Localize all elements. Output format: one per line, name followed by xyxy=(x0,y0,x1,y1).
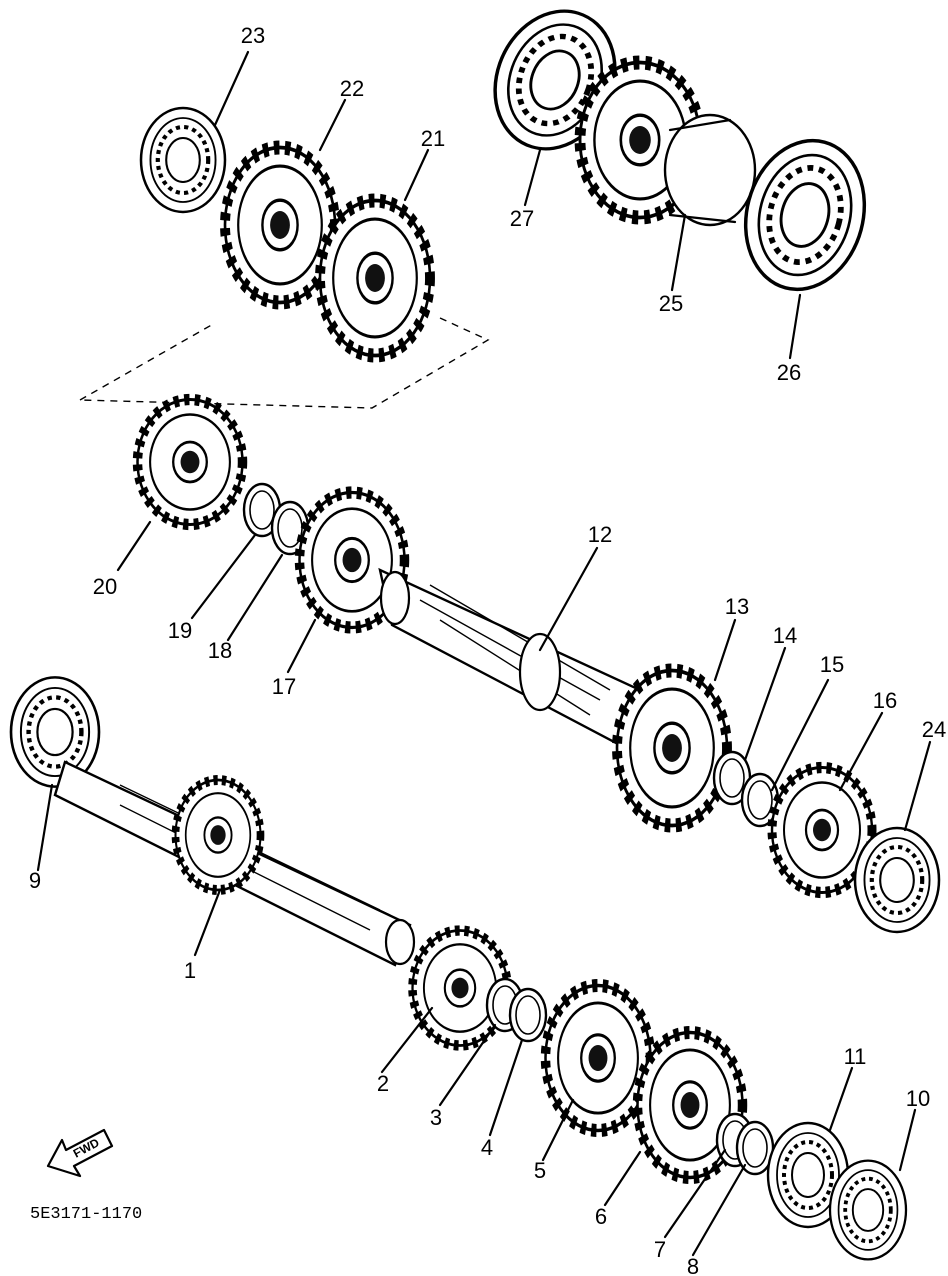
callout-11: 11 xyxy=(844,1044,867,1069)
bearing-10 xyxy=(828,1158,908,1262)
bearing-24 xyxy=(855,828,939,932)
callout-25: 25 xyxy=(659,291,683,316)
diagram-code: 5E3171-1170 xyxy=(30,1205,142,1224)
callout-27: 27 xyxy=(510,206,534,231)
callout-3: 3 xyxy=(430,1105,442,1130)
callout-1: 1 xyxy=(184,958,196,983)
callout-9: 9 xyxy=(29,868,41,893)
callout-8: 8 xyxy=(687,1254,699,1276)
callout-24: 24 xyxy=(922,717,946,742)
callout-2: 2 xyxy=(377,1071,389,1096)
callout-10: 10 xyxy=(906,1086,930,1111)
fwd-label: FWD xyxy=(71,1135,102,1160)
callout-19: 19 xyxy=(168,618,192,643)
callout-23: 23 xyxy=(241,23,265,48)
callout-14: 14 xyxy=(773,623,797,648)
callout-22: 22 xyxy=(340,76,364,101)
callout-4: 4 xyxy=(481,1135,493,1160)
callout-12: 12 xyxy=(588,522,612,547)
gear-21 xyxy=(320,201,430,356)
group-bracket xyxy=(79,317,490,409)
callout-labels: 1 2 3 4 5 6 7 8 9 10 11 12 13 14 15 16 1… xyxy=(29,23,946,1276)
callout-21: 21 xyxy=(421,126,445,151)
gear-22 xyxy=(225,148,335,303)
callout-13: 13 xyxy=(725,594,749,619)
callout-16: 16 xyxy=(873,688,897,713)
bearing-23 xyxy=(141,108,225,212)
shaft-12 xyxy=(378,567,642,747)
callout-18: 18 xyxy=(208,638,232,663)
gear-13 xyxy=(617,671,727,826)
callout-26: 26 xyxy=(777,360,801,385)
callout-17: 17 xyxy=(272,674,296,699)
callout-5: 5 xyxy=(534,1158,546,1183)
fwd-arrow-icon: FWD xyxy=(46,1128,114,1178)
gear-25-hub xyxy=(663,113,757,227)
leader-lines xyxy=(36,50,932,1257)
callout-20: 20 xyxy=(93,574,117,599)
callout-6: 6 xyxy=(595,1204,607,1229)
gear-1 xyxy=(176,780,261,890)
ring-4 xyxy=(508,987,548,1043)
gear-20 xyxy=(138,400,243,525)
callout-15: 15 xyxy=(820,652,844,677)
callout-7: 7 xyxy=(654,1237,666,1262)
bearing-9 xyxy=(11,677,99,786)
